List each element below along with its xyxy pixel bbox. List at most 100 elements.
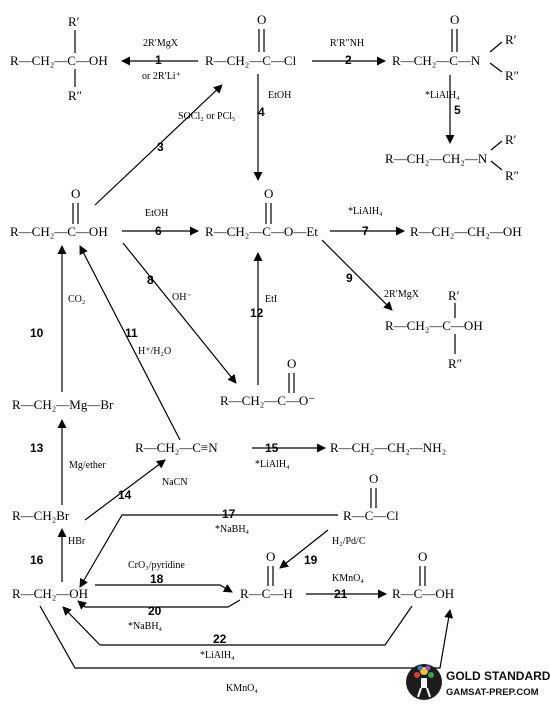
primary-alcohol: R—CH₂—OH: [12, 586, 88, 601]
reagent-2: R′R″NH: [330, 38, 364, 49]
tertiary-amine-r2: R″: [505, 168, 519, 183]
reagent-3: SOCl₂ or PCl₅: [178, 111, 236, 122]
bond-line: [490, 160, 503, 171]
reaction-number-18: 18: [150, 572, 164, 586]
reagent-9: 2R′MgX: [384, 289, 420, 300]
reaction-number-5: 5: [454, 103, 461, 117]
reaction-number-14: 14: [118, 488, 132, 502]
reagent-8: OH⁻: [172, 292, 192, 303]
primary-alcohol-right-formula: R—CH₂—CH₂—OH: [410, 224, 522, 239]
reagent-20: *NaBH₄: [128, 621, 163, 632]
primary-alcohol-right: R—CH₂—CH₂—OH: [410, 224, 522, 239]
reaction-number-12: 12: [250, 306, 264, 320]
amide-r2: R″: [505, 68, 519, 83]
reagent-7: *LiAlH₄: [348, 206, 383, 217]
tertiary-alcohol-right-r2: R″: [448, 356, 462, 371]
reaction-number-22: 22: [213, 632, 227, 646]
reagent-kmno4-bottom: KMnO₄: [226, 683, 258, 694]
arrow-9: [321, 239, 393, 311]
carboxylic-acid-2: R—C—OH O: [392, 549, 454, 601]
reagent-5: *LiAlH₄: [425, 90, 460, 101]
primary-alcohol-formula: R—CH₂—OH: [12, 586, 88, 601]
ester-oxygen: O: [264, 186, 273, 201]
reaction-number-6: 6: [155, 224, 162, 238]
reagent-17: *NaBH₄: [215, 524, 250, 535]
bond-line: [489, 41, 503, 53]
logo-line-1: GOLD STANDARD: [446, 669, 550, 683]
gold-standard-logo: GOLD STANDARD GAMSAT-PREP.COM: [406, 664, 550, 700]
aldehyde-formula: R—C—H: [240, 586, 293, 601]
tertiary-alcohol-top-formula: R—CH₂—C—OH: [10, 53, 108, 68]
bond-line: [490, 140, 503, 151]
reagent-19: H₂/Pd/C: [332, 536, 366, 547]
reagent-12: EtI: [265, 294, 277, 305]
reaction-arrows: [39, 56, 455, 669]
tertiary-alcohol-right-formula: R—CH₂—C—OH: [385, 318, 483, 333]
aldehyde-oxygen: O: [266, 549, 275, 564]
carboxylate-formula: R—CH₂—C—O⁻: [220, 393, 315, 408]
logo-figure-icon: [406, 664, 442, 700]
tertiary-alcohol-right-r1: R′: [448, 288, 460, 303]
alkyl-bromide: R—CH₂Br: [12, 508, 70, 523]
carboxylate: R—CH₂—C—O⁻ O: [220, 356, 315, 408]
acid-chloride-oxygen: O: [257, 12, 266, 27]
reaction-number-20: 20: [148, 604, 162, 618]
bond-line: [489, 62, 503, 73]
reagent-21: KMnO₄: [332, 573, 364, 584]
reaction-number-15: 15: [265, 441, 279, 455]
carboxylic-acid-2-formula: R—C—OH: [392, 586, 454, 601]
arrow-18: [95, 584, 233, 593]
arrow-20: [77, 599, 241, 610]
reaction-labels: 2R′MgX 1 or 2R′Li⁺ R′R″NH 2 SOCl₂ or PCl…: [30, 38, 461, 694]
reagent-11: H⁺/H₂O: [138, 346, 171, 357]
reagent-1b: or 2R′Li⁺: [142, 71, 181, 82]
reagent-18: CrO₃/pyridine: [128, 560, 185, 571]
acid-chloride: R—CH₂—C—Cl O: [205, 12, 297, 68]
carboxylic-acid: R—CH₂—C—OH O: [10, 186, 108, 239]
amide-formula: R—CH₂—C—N: [392, 53, 481, 68]
acid-chloride-2: R—C—Cl O: [343, 471, 399, 523]
tertiary-amine: R—CH₂—CH₂—N R′ R″: [385, 132, 519, 183]
reaction-number-7: 7: [362, 224, 369, 238]
nitrile-formula: R—CH₂—C≡N: [135, 440, 218, 455]
reagent-10: CO₂: [68, 294, 85, 305]
nitrile: R—CH₂—C≡N: [135, 440, 218, 455]
reaction-number-21: 21: [334, 587, 348, 601]
reaction-number-2: 2: [345, 53, 352, 67]
arrow-3: [94, 84, 223, 206]
primary-amine: R—CH₂—CH₂—NH₂: [330, 440, 446, 455]
carboxylate-oxygen: O: [287, 356, 296, 371]
reagent-22: *LiAlH₄: [200, 650, 235, 661]
tertiary-alcohol-top-r1: R′: [68, 14, 80, 29]
tertiary-alcohol-right: R—CH₂—C—OH R′ R″: [385, 288, 483, 371]
aldehyde: R—C—H O: [240, 549, 293, 601]
grignard-reagent: R—CH₂—Mg—Br: [12, 397, 114, 412]
logo-line-2: GAMSAT-PREP.COM: [446, 687, 539, 698]
tertiary-alcohol-top-r2: R″: [68, 88, 82, 103]
arrow-19: [279, 529, 329, 569]
arrow-kmno4-bottom: [39, 605, 454, 669]
arrow-14: [84, 459, 166, 521]
primary-amine-formula: R—CH₂—CH₂—NH₂: [330, 440, 446, 455]
carboxylic-acid-2-oxygen: O: [418, 549, 427, 564]
reagent-4: EtOH: [268, 90, 291, 101]
reaction-number-1: 1: [155, 53, 162, 67]
reaction-number-9: 9: [346, 271, 353, 285]
amide-oxygen: O: [450, 12, 459, 27]
reaction-number-10: 10: [30, 326, 44, 340]
arrow-11: [79, 245, 181, 441]
ester-formula: R—CH₂—C—O—Et: [205, 224, 318, 239]
tertiary-amine-r1: R′: [505, 132, 517, 147]
acid-chloride-formula: R—CH₂—C—Cl: [205, 53, 297, 68]
arrow-8: [122, 242, 237, 384]
reaction-number-4: 4: [258, 105, 265, 119]
reaction-number-3: 3: [157, 140, 164, 154]
reaction-number-13: 13: [30, 441, 44, 455]
tertiary-amine-formula: R—CH₂—CH₂—N: [385, 151, 488, 166]
reagent-14: NaCN: [162, 477, 188, 488]
ester: R—CH₂—C—O—Et O: [205, 186, 318, 239]
reaction-number-19: 19: [304, 553, 318, 567]
reaction-number-8: 8: [147, 273, 154, 287]
